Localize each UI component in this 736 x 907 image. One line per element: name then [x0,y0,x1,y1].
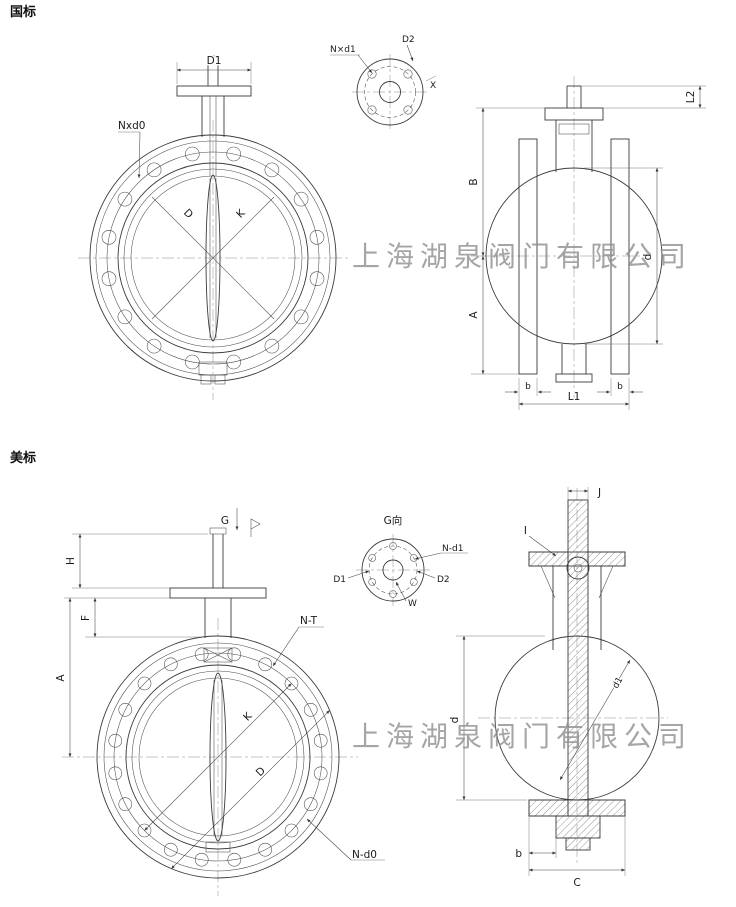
dim-label-ansi-nd1: N-d1 [442,544,463,554]
watermark-text: 上海湖泉阀门有限公司 [352,241,692,273]
dim-label-ansi-j: J [597,487,601,499]
section-title-ansi: 美标 [10,450,36,465]
bolt-hole [146,338,162,354]
bolt-hole [368,554,376,562]
dim-label-ansi-face-d1: D1 [333,575,346,585]
dim-label-gb-a: A [468,311,480,319]
dim-label-gb-nxd0: Nxd0 [118,120,145,132]
gb-front-view: D1 Nxd0 D K [78,54,348,400]
bolt-hole [258,657,272,672]
ansi-side-view: J I d d1 b C [448,486,668,890]
bolt-hole [403,69,413,79]
dim-label-ansi-face-d2: D2 [437,575,450,585]
gb-front-bolt-holes [101,146,325,370]
dim-label-gb-d1: D1 [207,55,222,67]
bolt-hole [101,230,117,245]
dim-label-ansi-w: W [408,599,417,609]
dim-label-gb-d: D [181,207,195,221]
dim-label-ansi-f: F [80,615,92,621]
bolt-hole [410,578,418,586]
bolt-hole [389,542,397,550]
bolt-hole [146,162,162,178]
gb-right-flange [610,138,630,375]
bolt-hole [368,578,376,586]
dim-label-ansi-b: b [515,848,522,860]
bolt-hole [227,647,242,662]
flag-symbol-icon [250,518,261,537]
dim-label-gb-d2: D2 [402,35,415,45]
bolt-hole [389,590,397,598]
bolt-hole [264,162,280,178]
watermark-text: 上海湖泉阀门有限公司 [352,721,692,753]
gb-stem-mounting-flange [176,85,252,97]
dim-label-gb-d-side: d [642,254,654,261]
dim-label-gb-l2: L2 [685,91,697,104]
bolt-hole [118,703,133,717]
bolt-hole [118,797,133,811]
bolt-hole [108,766,123,781]
dim-label-gb-b-left: b [525,382,531,392]
gb-side-view: L2 B A d b b [467,76,706,410]
dim-label-ansi-nd0: N-d0 [352,849,377,861]
bolt-hole [108,733,123,748]
ansi-front-view: G H F A N-T K D N-d0 [54,508,385,896]
bolt-hole [293,309,309,325]
gb-section: 国标 [10,4,706,410]
dim-label-ansi-c: C [573,877,580,889]
bolt-hole [309,230,325,245]
ansi-stem-mounting-bar [169,587,267,599]
section-title-gb: 国标 [10,4,36,19]
bolt-hole [194,647,209,662]
view-label-g-direction: G向 [384,514,403,527]
dim-label-ansi-h: H [65,557,77,565]
bolt-hole [137,823,152,838]
dim-label-ansi-side-d: d [449,717,461,724]
dim-label-ansi-g: G [221,515,229,527]
ansi-stem-section [567,499,589,817]
dim-label-ansi-i: I [524,525,527,537]
ansi-flange-face-view: G向 N-d1 D1 D2 W [332,513,468,610]
bolt-hole [101,271,117,286]
bolt-hole [293,191,309,207]
dim-label-gb-b-height: B [468,178,480,185]
dim-label-ansi-a: A [55,674,67,682]
ansi-section: 美标 [10,450,692,896]
gb-left-flange [518,138,538,375]
dim-label-gb-b-right: b [617,382,623,392]
dim-label-ansi-d: D [254,765,268,779]
bolt-hole [164,657,178,672]
bolt-hole [226,146,241,162]
bolt-hole [117,191,133,207]
dim-label-gb-x: X [430,81,436,91]
dim-label-gb-l1: L1 [568,391,581,403]
dim-label-gb-nxd1: N×d1 [330,45,356,55]
bolt-hole [403,105,413,115]
bolt-hole [117,309,133,325]
dim-label-ansi-nt: N-T [300,615,318,627]
bolt-hole [367,105,377,115]
dim-label-gb-k: K [234,206,248,220]
gb-flange-face-view: N×d1 D2 X [329,34,437,130]
bolt-hole [264,338,280,354]
bolt-hole [185,146,200,162]
bolt-hole [309,271,325,286]
